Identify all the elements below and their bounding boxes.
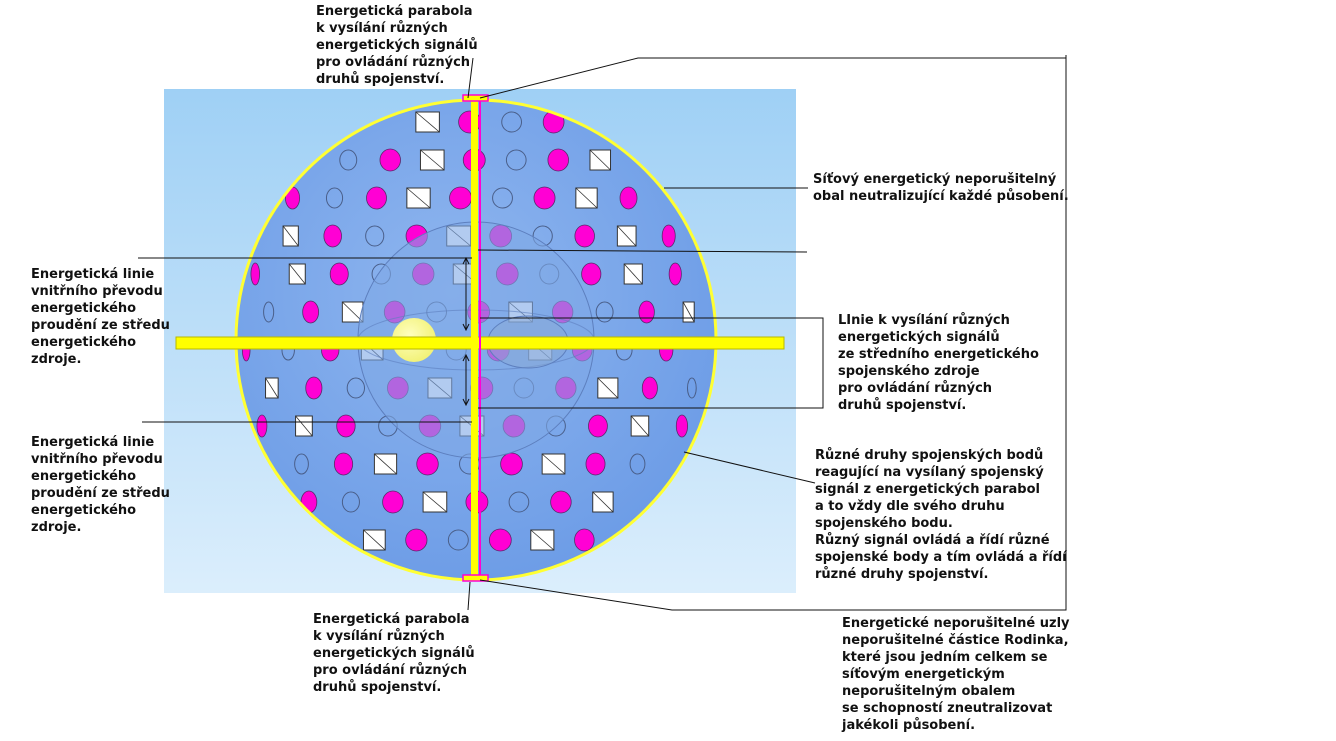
net-shell-label: Síťový energetický neporušitelný obal ne…	[813, 172, 1069, 204]
connection-ring	[492, 187, 513, 209]
connection-ring	[325, 187, 344, 209]
connection-dot	[488, 528, 512, 552]
connection-square-diagonal	[682, 301, 695, 323]
connection-dot	[638, 300, 655, 324]
leader-top-parabola	[467, 57, 474, 99]
connection-ring	[341, 491, 360, 513]
connection-dot	[547, 148, 569, 172]
connection-dot	[574, 528, 595, 552]
inner-line-lower-label: Energetická linie vnitřního převodu ener…	[31, 435, 170, 535]
connection-dot	[250, 262, 260, 286]
connection-dot	[305, 376, 323, 400]
connection-square-diagonal	[420, 149, 445, 171]
connection-dot	[675, 414, 688, 438]
connection-dot	[333, 452, 354, 476]
leader-signal-line	[478, 317, 824, 409]
connection-square-diagonal	[575, 187, 598, 209]
connection-dot	[574, 224, 595, 248]
connection-ring	[346, 377, 366, 399]
connection-ring	[501, 111, 523, 133]
connection-ring	[447, 529, 469, 551]
bottom-parabola-label: Energetická parabola k vysílání různých …	[313, 612, 475, 695]
connection-ring	[505, 149, 527, 171]
connection-dot	[382, 490, 404, 514]
connection-dot	[416, 452, 439, 476]
connection-dot	[302, 300, 320, 324]
nodes-label: Energetické neporušitelné uzly neporušit…	[842, 616, 1070, 733]
connection-dot	[366, 186, 387, 210]
connection-ring	[686, 377, 697, 399]
connection-square-diagonal	[295, 415, 313, 437]
connection-dot	[256, 414, 268, 438]
signal-line-label: LInie k vysílání různých energetických s…	[838, 313, 1039, 413]
connection-points-label: Různé druhy spojenských bodů reagující n…	[815, 448, 1067, 582]
connection-dot	[581, 262, 602, 286]
connection-square-diagonal	[288, 263, 306, 285]
connection-dot	[588, 414, 608, 438]
top-parabola-label: Energetická parabola k vysílání různých …	[316, 4, 478, 87]
leader-nodes-bottom	[479, 55, 1067, 611]
vertical-axis-bar	[471, 100, 478, 578]
connection-ring	[294, 453, 309, 475]
connection-square-diagonal	[597, 377, 619, 399]
connection-ring	[595, 301, 614, 323]
connection-ring	[339, 149, 358, 171]
connection-square-diagonal	[363, 529, 386, 551]
leader-upper-right	[477, 249, 808, 253]
connection-square-diagonal	[541, 453, 566, 475]
connection-dot	[533, 186, 556, 210]
connection-dot	[619, 186, 638, 210]
connection-ring	[508, 491, 530, 513]
connection-dot	[668, 262, 682, 286]
top-parabola	[462, 94, 489, 102]
leader-lines	[138, 55, 1067, 611]
connection-square-diagonal	[589, 149, 611, 171]
connection-square-diagonal	[282, 225, 299, 247]
connection-ring	[629, 453, 646, 475]
connection-square-diagonal	[415, 111, 440, 133]
connection-dot	[323, 224, 342, 248]
connection-dot	[449, 186, 472, 210]
connection-ring	[263, 301, 275, 323]
connection-dot	[336, 414, 356, 438]
connection-dot	[661, 224, 676, 248]
leader-connection-points	[683, 451, 816, 484]
connection-dot	[379, 148, 401, 172]
connection-ring	[365, 225, 385, 247]
connection-square-diagonal	[265, 377, 279, 399]
connection-dot	[329, 262, 349, 286]
connection-dot	[550, 490, 572, 514]
leader-bottom-parabola	[467, 581, 471, 611]
connection-square-diagonal	[374, 453, 397, 475]
connection-square-diagonal	[422, 491, 448, 513]
connection-dot	[405, 528, 428, 552]
flow-arrows	[462, 256, 470, 407]
connection-square-diagonal	[406, 187, 431, 209]
connection-square-diagonal	[630, 415, 650, 437]
connection-dot	[641, 376, 658, 400]
connection-square-diagonal	[530, 529, 555, 551]
connection-square-diagonal	[623, 263, 643, 285]
connection-dot	[585, 452, 606, 476]
connection-dot	[500, 452, 523, 476]
connection-square-diagonal	[592, 491, 614, 513]
bottom-parabola	[462, 574, 489, 582]
inner-line-upper-label: Energetická linie vnitřního převodu ener…	[31, 267, 170, 367]
connection-square-diagonal	[617, 225, 637, 247]
